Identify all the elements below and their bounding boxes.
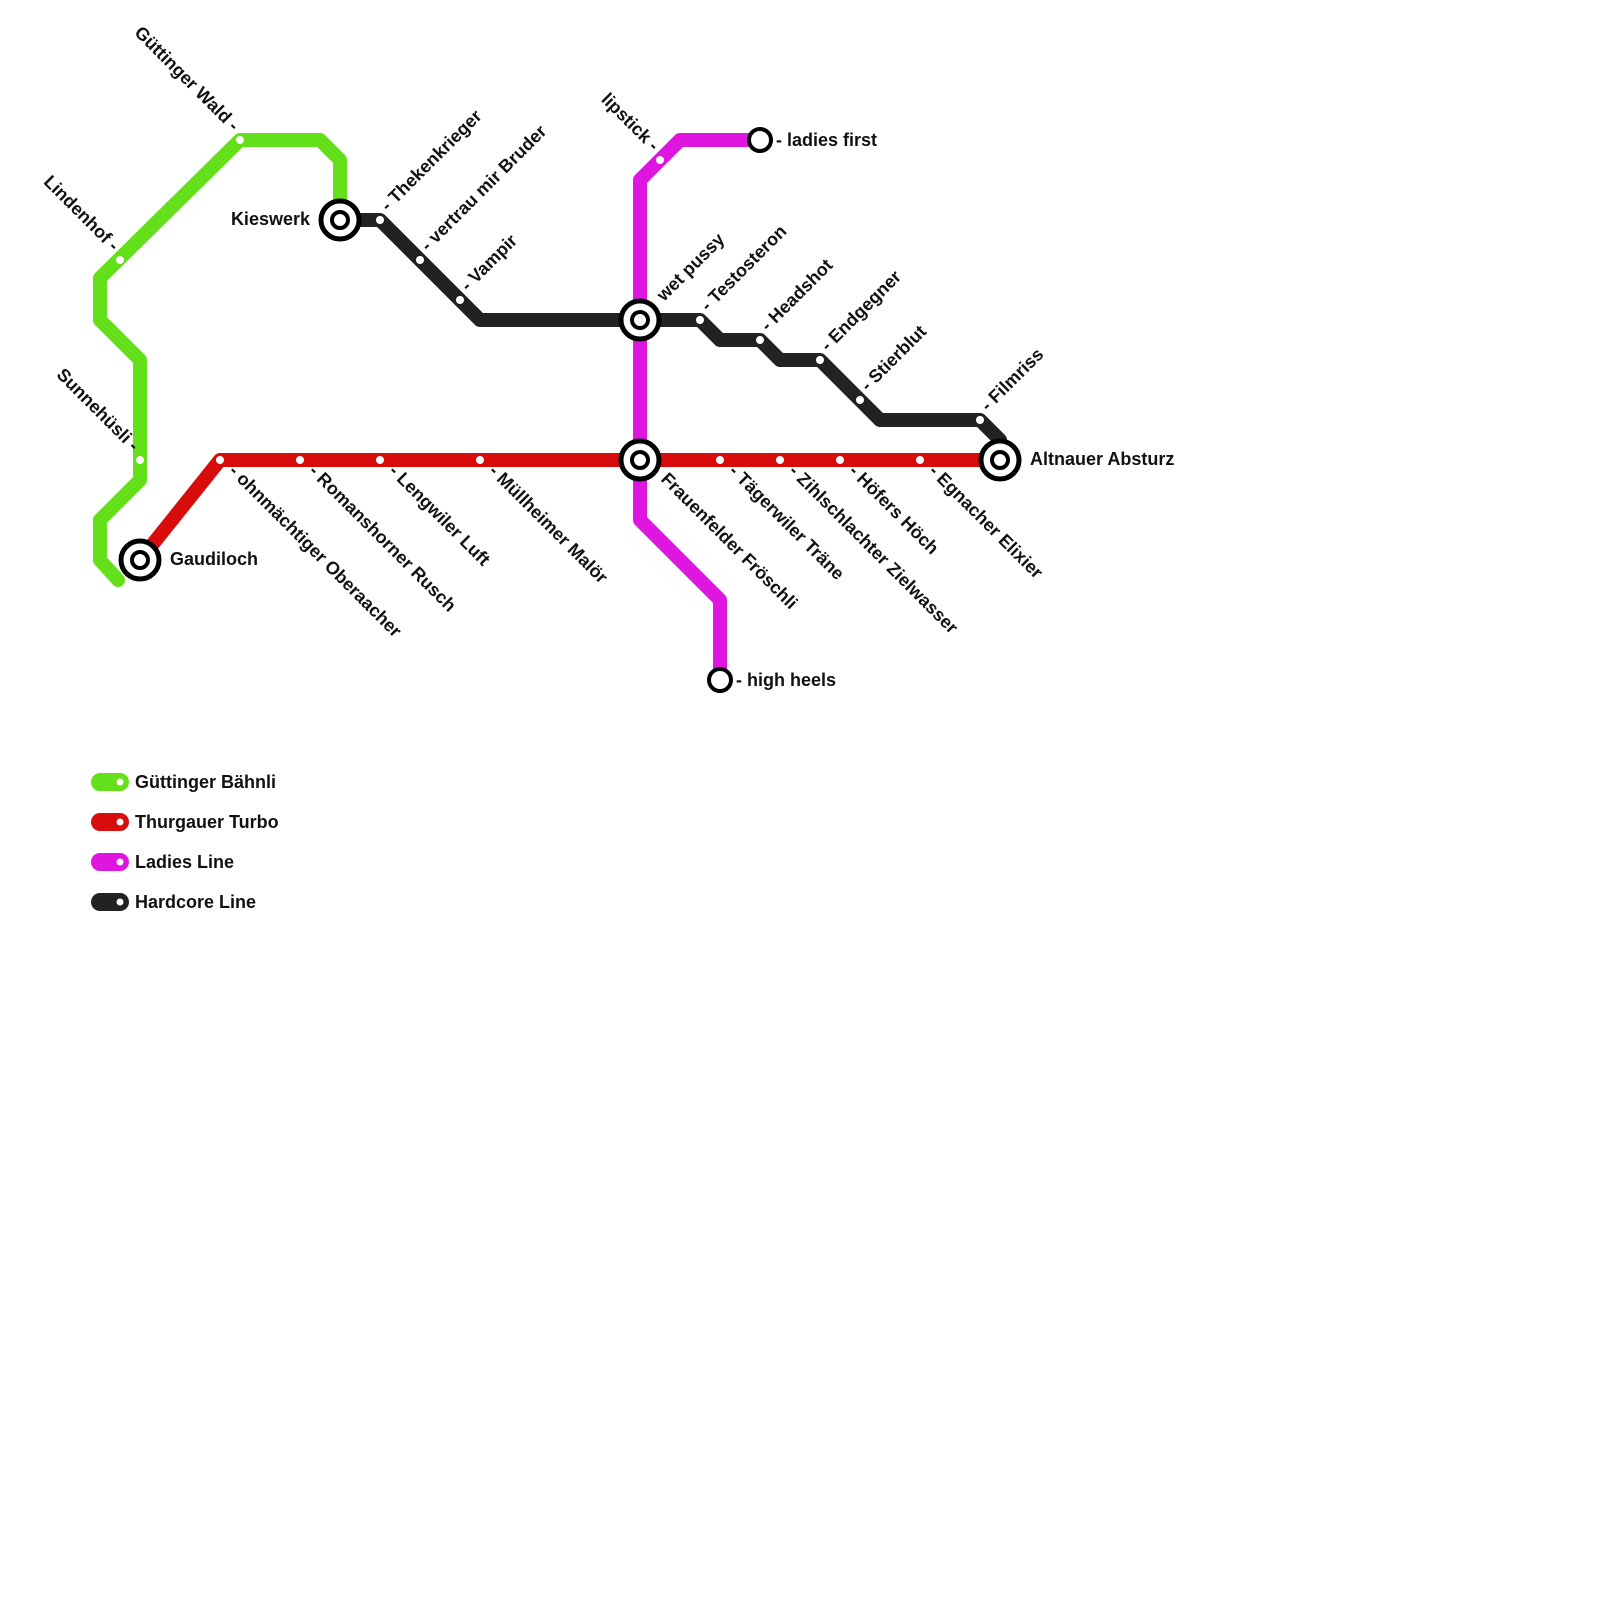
- terminus-high-heels[interactable]: [707, 667, 733, 693]
- legend-label: Güttinger Bähnli: [135, 772, 276, 792]
- stop-dot[interactable]: [376, 456, 384, 464]
- stop-dot[interactable]: [856, 396, 864, 404]
- route-gruen: [93, 133, 347, 587]
- label-sunnehuesli: Sunnehüsli -: [53, 364, 144, 455]
- stop-dot[interactable]: [756, 336, 764, 344]
- stop-dot[interactable]: [376, 216, 384, 224]
- station-dots: [116, 136, 984, 464]
- label-guettinger-wald: Güttinger Wald -: [131, 22, 244, 135]
- label-muellheimer: - Müllheimer Malör: [485, 461, 612, 588]
- terminus-ladies-first[interactable]: [747, 127, 773, 153]
- stop-dot[interactable]: [916, 456, 924, 464]
- stop-dot[interactable]: [476, 456, 484, 464]
- stop-dot[interactable]: [456, 296, 464, 304]
- stop-dot[interactable]: [236, 136, 244, 144]
- legend-item-gruen[interactable]: Güttinger Bähnli: [91, 772, 276, 792]
- stop-dot[interactable]: [296, 456, 304, 464]
- interchange-wet-pussy[interactable]: [618, 298, 662, 342]
- legend-label: Thurgauer Turbo: [135, 812, 279, 832]
- label-high-heels: - high heels: [736, 670, 836, 690]
- interchange-frauenfelder[interactable]: [618, 438, 662, 482]
- legend-item-rot[interactable]: Thurgauer Turbo: [91, 812, 279, 832]
- label-kieswerk: Kieswerk: [231, 209, 311, 229]
- label-vampir: - Vampir: [457, 230, 521, 294]
- stop-dot[interactable]: [836, 456, 844, 464]
- label-egnacher: - Egnacher Elixier: [925, 461, 1047, 583]
- interchange-altnauer[interactable]: [978, 438, 1022, 482]
- route-pink: [633, 133, 767, 687]
- stop-dot[interactable]: [136, 456, 144, 464]
- stop-dot[interactable]: [816, 356, 824, 364]
- interchange-gaudiloch[interactable]: [118, 538, 162, 582]
- label-endgegner: - Endgegner: [817, 266, 905, 354]
- legend: Güttinger Bähnli Thurgauer Turbo Ladies …: [91, 772, 279, 912]
- label-romanshorner: - Romanshorner Rusch: [305, 461, 460, 616]
- label-frauenfelder: Frauenfelder Fröschli: [657, 469, 801, 613]
- route-schwarz: [333, 213, 1007, 467]
- legend-item-pink[interactable]: Ladies Line: [91, 852, 234, 872]
- stop-dot[interactable]: [716, 456, 724, 464]
- legend-label: Ladies Line: [135, 852, 234, 872]
- legend-item-schwarz[interactable]: Hardcore Line: [91, 892, 256, 912]
- stop-dot[interactable]: [416, 256, 424, 264]
- label-lindenhof: Lindenhof -: [40, 171, 123, 254]
- interchange-kieswerk[interactable]: [318, 198, 362, 242]
- legend-label: Hardcore Line: [135, 892, 256, 912]
- stop-dot[interactable]: [696, 316, 704, 324]
- stop-dot[interactable]: [976, 416, 984, 424]
- label-ladies-first: - ladies first: [776, 130, 877, 150]
- stop-dot[interactable]: [776, 456, 784, 464]
- stop-dot[interactable]: [116, 256, 124, 264]
- label-lipstick: lipstick -: [598, 89, 664, 155]
- label-gaudiloch: Gaudiloch: [170, 549, 258, 569]
- label-altnauer: Altnauer Absturz: [1030, 449, 1174, 469]
- stop-dot[interactable]: [656, 156, 664, 164]
- label-stierblut: - Stierblut: [857, 321, 931, 395]
- label-headshot: - Headshot: [757, 255, 837, 335]
- stop-dot[interactable]: [216, 456, 224, 464]
- label-filmriss: - Filmriss: [977, 344, 1048, 415]
